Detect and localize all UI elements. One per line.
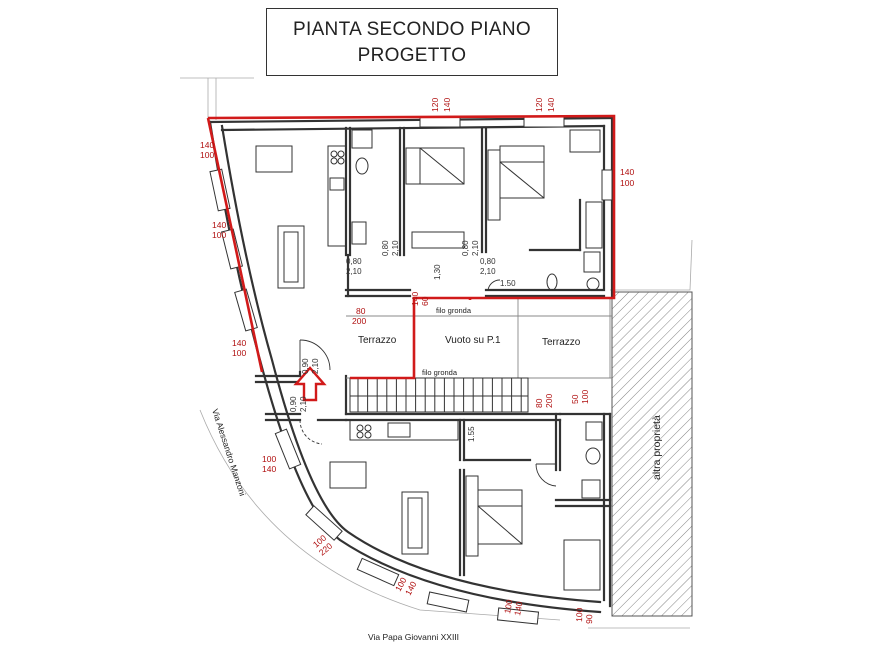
sofa-lower [401, 491, 429, 555]
dim: 0,90 [289, 396, 298, 412]
dim: 0,80 [480, 257, 496, 266]
dim: 140 [262, 464, 276, 474]
dim: 2,10 [299, 396, 308, 412]
context-lines [180, 77, 693, 629]
dim: 2,10 [391, 240, 400, 256]
dimension-labels: 120 140 120 140 140 100 140 100 140 100 … [200, 98, 634, 625]
dim: 200 [352, 316, 366, 326]
dim: 140 [212, 220, 226, 230]
walls [208, 116, 614, 614]
plan-title-line1: PIANTA SECONDO PIANO [293, 19, 531, 40]
entrance-arrow-icon [293, 366, 327, 402]
dim: 140 [546, 98, 556, 112]
door-dimension-labels: 0,80 2,10 0,80 2,10 0,80 2,10 0,80 2,10 … [289, 240, 516, 442]
plan-title-line2: PROGETTO [357, 45, 467, 66]
vuoto-label: Vuoto su P.1 [445, 335, 501, 346]
dim: 100 [232, 348, 246, 358]
filo-gronda-bottom: filo gronda [422, 368, 458, 377]
bed-upper-right [499, 145, 545, 199]
dim: 90 [584, 614, 594, 624]
dim: 0,80 [381, 240, 390, 256]
dim: 1,30 [433, 264, 442, 280]
dining-table [255, 145, 293, 173]
dim: 0,90 [301, 358, 310, 374]
dim: 60 [420, 296, 430, 306]
sofa-upper [277, 225, 305, 289]
dim: 1.55 [467, 426, 476, 442]
dim: 80 [534, 398, 544, 408]
furniture [255, 129, 603, 591]
via-papa-label: Via Papa Giovanni XXIII [368, 632, 459, 642]
dim: 80 [356, 306, 366, 316]
doors [299, 279, 557, 487]
dim: 2,10 [346, 267, 362, 276]
dim: 100 [212, 230, 226, 240]
title-box: PIANTA SECONDO PIANO PROGETTO [266, 8, 558, 76]
room-labels: Terrazzo Vuoto su P.1 Terrazzo filo gron… [210, 306, 663, 642]
dining-table-lower [329, 461, 367, 489]
bed-lower [477, 489, 523, 545]
dim: 140 [200, 140, 214, 150]
dim: 120 [430, 98, 440, 112]
dim: 100 [620, 178, 634, 188]
dim: 140 [512, 600, 524, 616]
stairs [349, 377, 529, 413]
terrazzo-right-label: Terrazzo [542, 337, 581, 348]
dim: 140 [442, 98, 452, 112]
via-manzoni-label: Via Alessandro Manzoni [210, 408, 248, 498]
dim: 0,80 [461, 240, 470, 256]
dim: 50 [570, 394, 580, 404]
dim: 1.50 [500, 279, 516, 288]
filo-gronda-top: filo gronda [436, 306, 472, 315]
dim: 2,10 [480, 267, 496, 276]
terrazzo-left-label: Terrazzo [358, 335, 397, 346]
dim: 2,10 [471, 240, 480, 256]
dim: 2,10 [311, 358, 320, 374]
dim: 100 [580, 390, 590, 404]
dim: 140 [232, 338, 246, 348]
bed-upper [405, 147, 465, 185]
dim: 100 [200, 150, 214, 160]
dim: 140 [620, 167, 634, 177]
altra-proprieta-label: altra proprietà [651, 415, 663, 480]
dim: 100 [502, 598, 514, 614]
dim: 200 [544, 394, 554, 408]
dim: 140 [410, 292, 420, 306]
dim: 0,80 [346, 257, 362, 266]
dim: 100 [574, 607, 584, 622]
neighbor-property-area [611, 291, 693, 617]
project-boundary [206, 114, 616, 380]
dim: 120 [534, 98, 544, 112]
dim: 100 [262, 454, 276, 464]
